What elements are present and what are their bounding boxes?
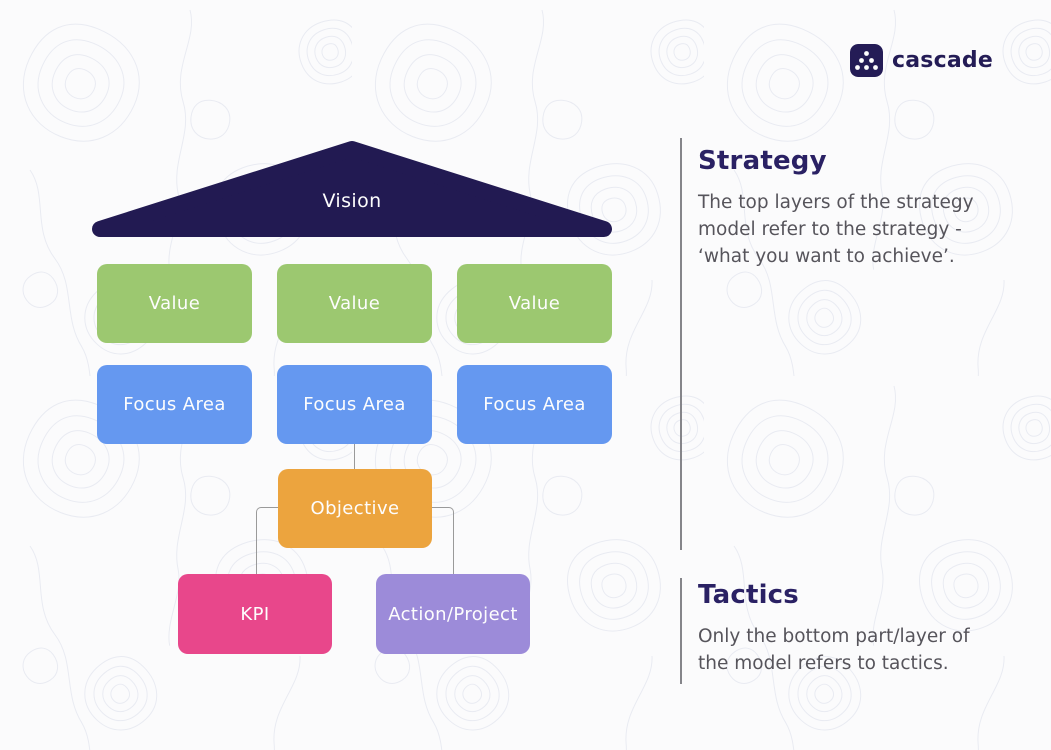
value-box-2: Value: [277, 264, 432, 343]
cascade-logo: cascade: [850, 44, 993, 77]
tactics-description: Only the bottom part/layer of the model …: [698, 626, 970, 674]
tactics-title: Tactics: [698, 580, 799, 610]
vision-label: Vision: [322, 190, 382, 212]
value-box-3: Value: [457, 264, 612, 343]
focus-area-box-2: Focus Area: [277, 365, 432, 444]
connector-focus-to-objective: [354, 444, 355, 469]
vision-triangle: [92, 141, 612, 237]
cascade-logo-icon: [850, 44, 883, 77]
strategy-divider-line: [680, 138, 682, 550]
cascade-wordmark: cascade: [892, 48, 993, 73]
strategy-description: The top layers of the strategy model ref…: [698, 192, 974, 267]
focus-area-box-3: Focus Area: [457, 365, 612, 444]
focus-area-box-1: Focus Area: [97, 365, 252, 444]
kpi-box: KPI: [178, 574, 332, 654]
connector-objective-to-kpi: [256, 507, 279, 575]
value-box-1: Value: [97, 264, 252, 343]
connector-objective-to-action: [432, 507, 454, 575]
objective-box: Objective: [278, 469, 432, 548]
action-project-box: Action/Project: [376, 574, 530, 654]
strategy-title: Strategy: [698, 146, 827, 176]
tactics-divider-line: [680, 578, 682, 684]
